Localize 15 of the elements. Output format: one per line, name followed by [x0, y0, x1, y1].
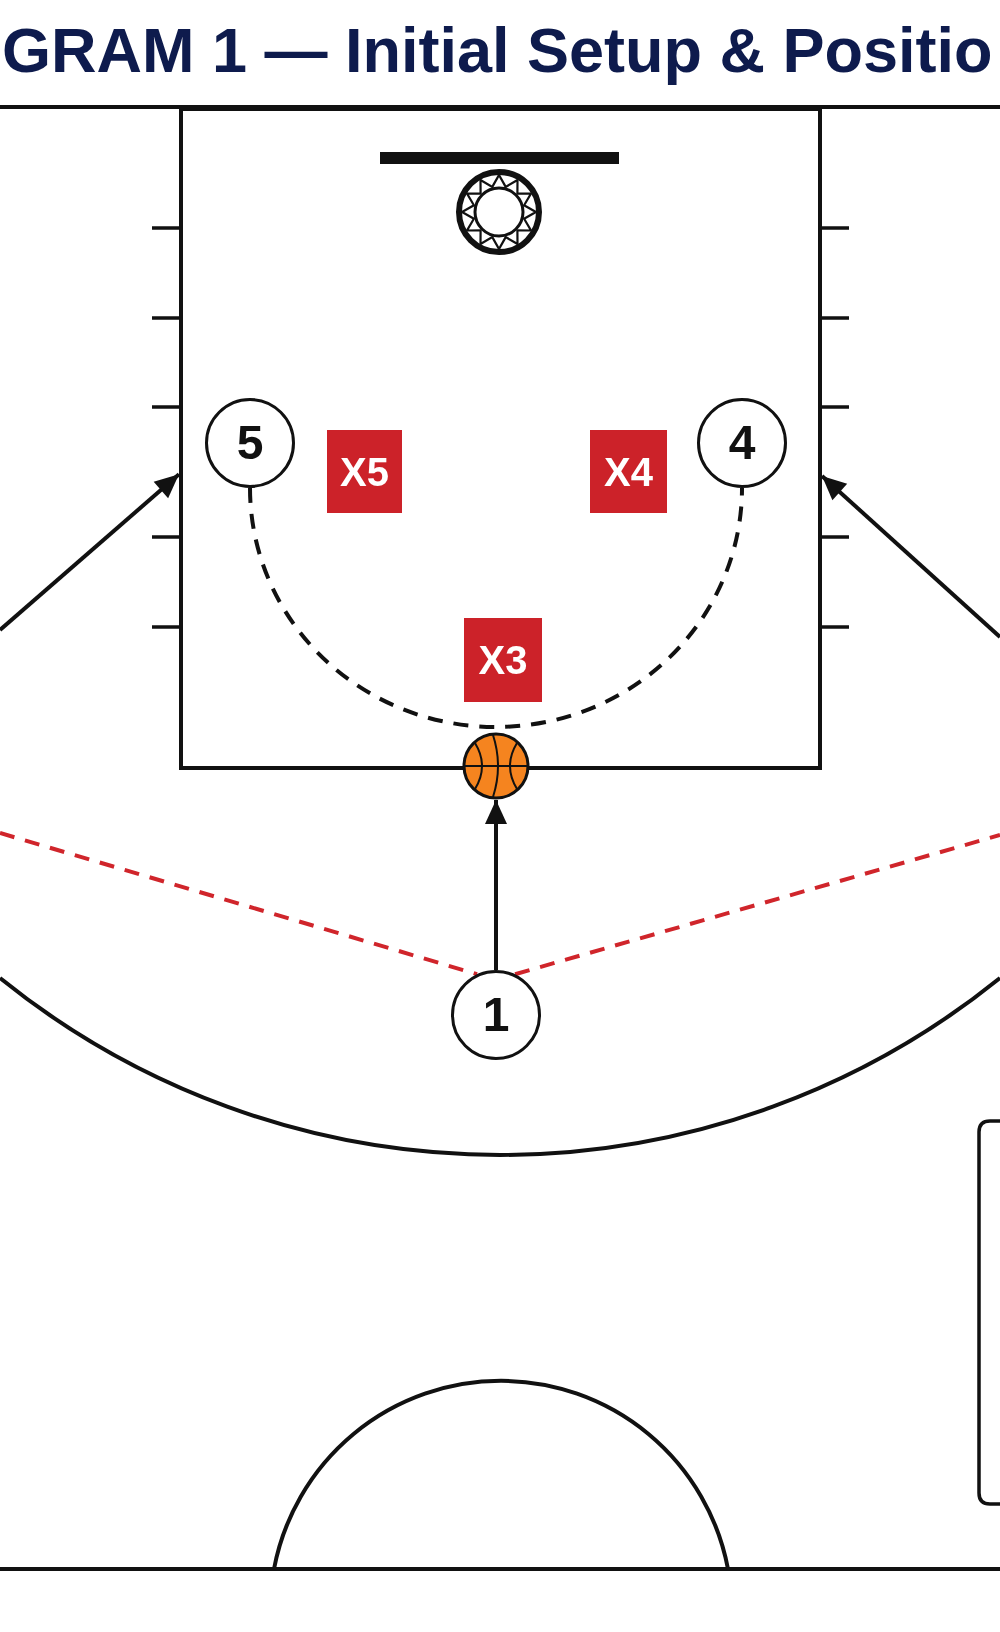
dashed-line	[0, 831, 478, 977]
dashed-curve	[248, 487, 744, 729]
arrow	[0, 472, 181, 632]
defender-marker: X4	[590, 430, 667, 513]
defender-marker: X5	[327, 430, 402, 513]
player-circle: 4	[697, 398, 787, 488]
free-throw-lane	[179, 107, 822, 770]
player-circle: 1	[451, 970, 541, 1060]
arrow	[485, 800, 507, 970]
dashed-line	[514, 833, 1000, 977]
diagram-title: GRAM 1 — Initial Setup & Positio	[2, 16, 993, 86]
basketball-icon	[462, 732, 530, 800]
arrow	[820, 474, 1000, 639]
player-circle: 5	[205, 398, 295, 488]
defender-marker: X3	[464, 618, 542, 702]
